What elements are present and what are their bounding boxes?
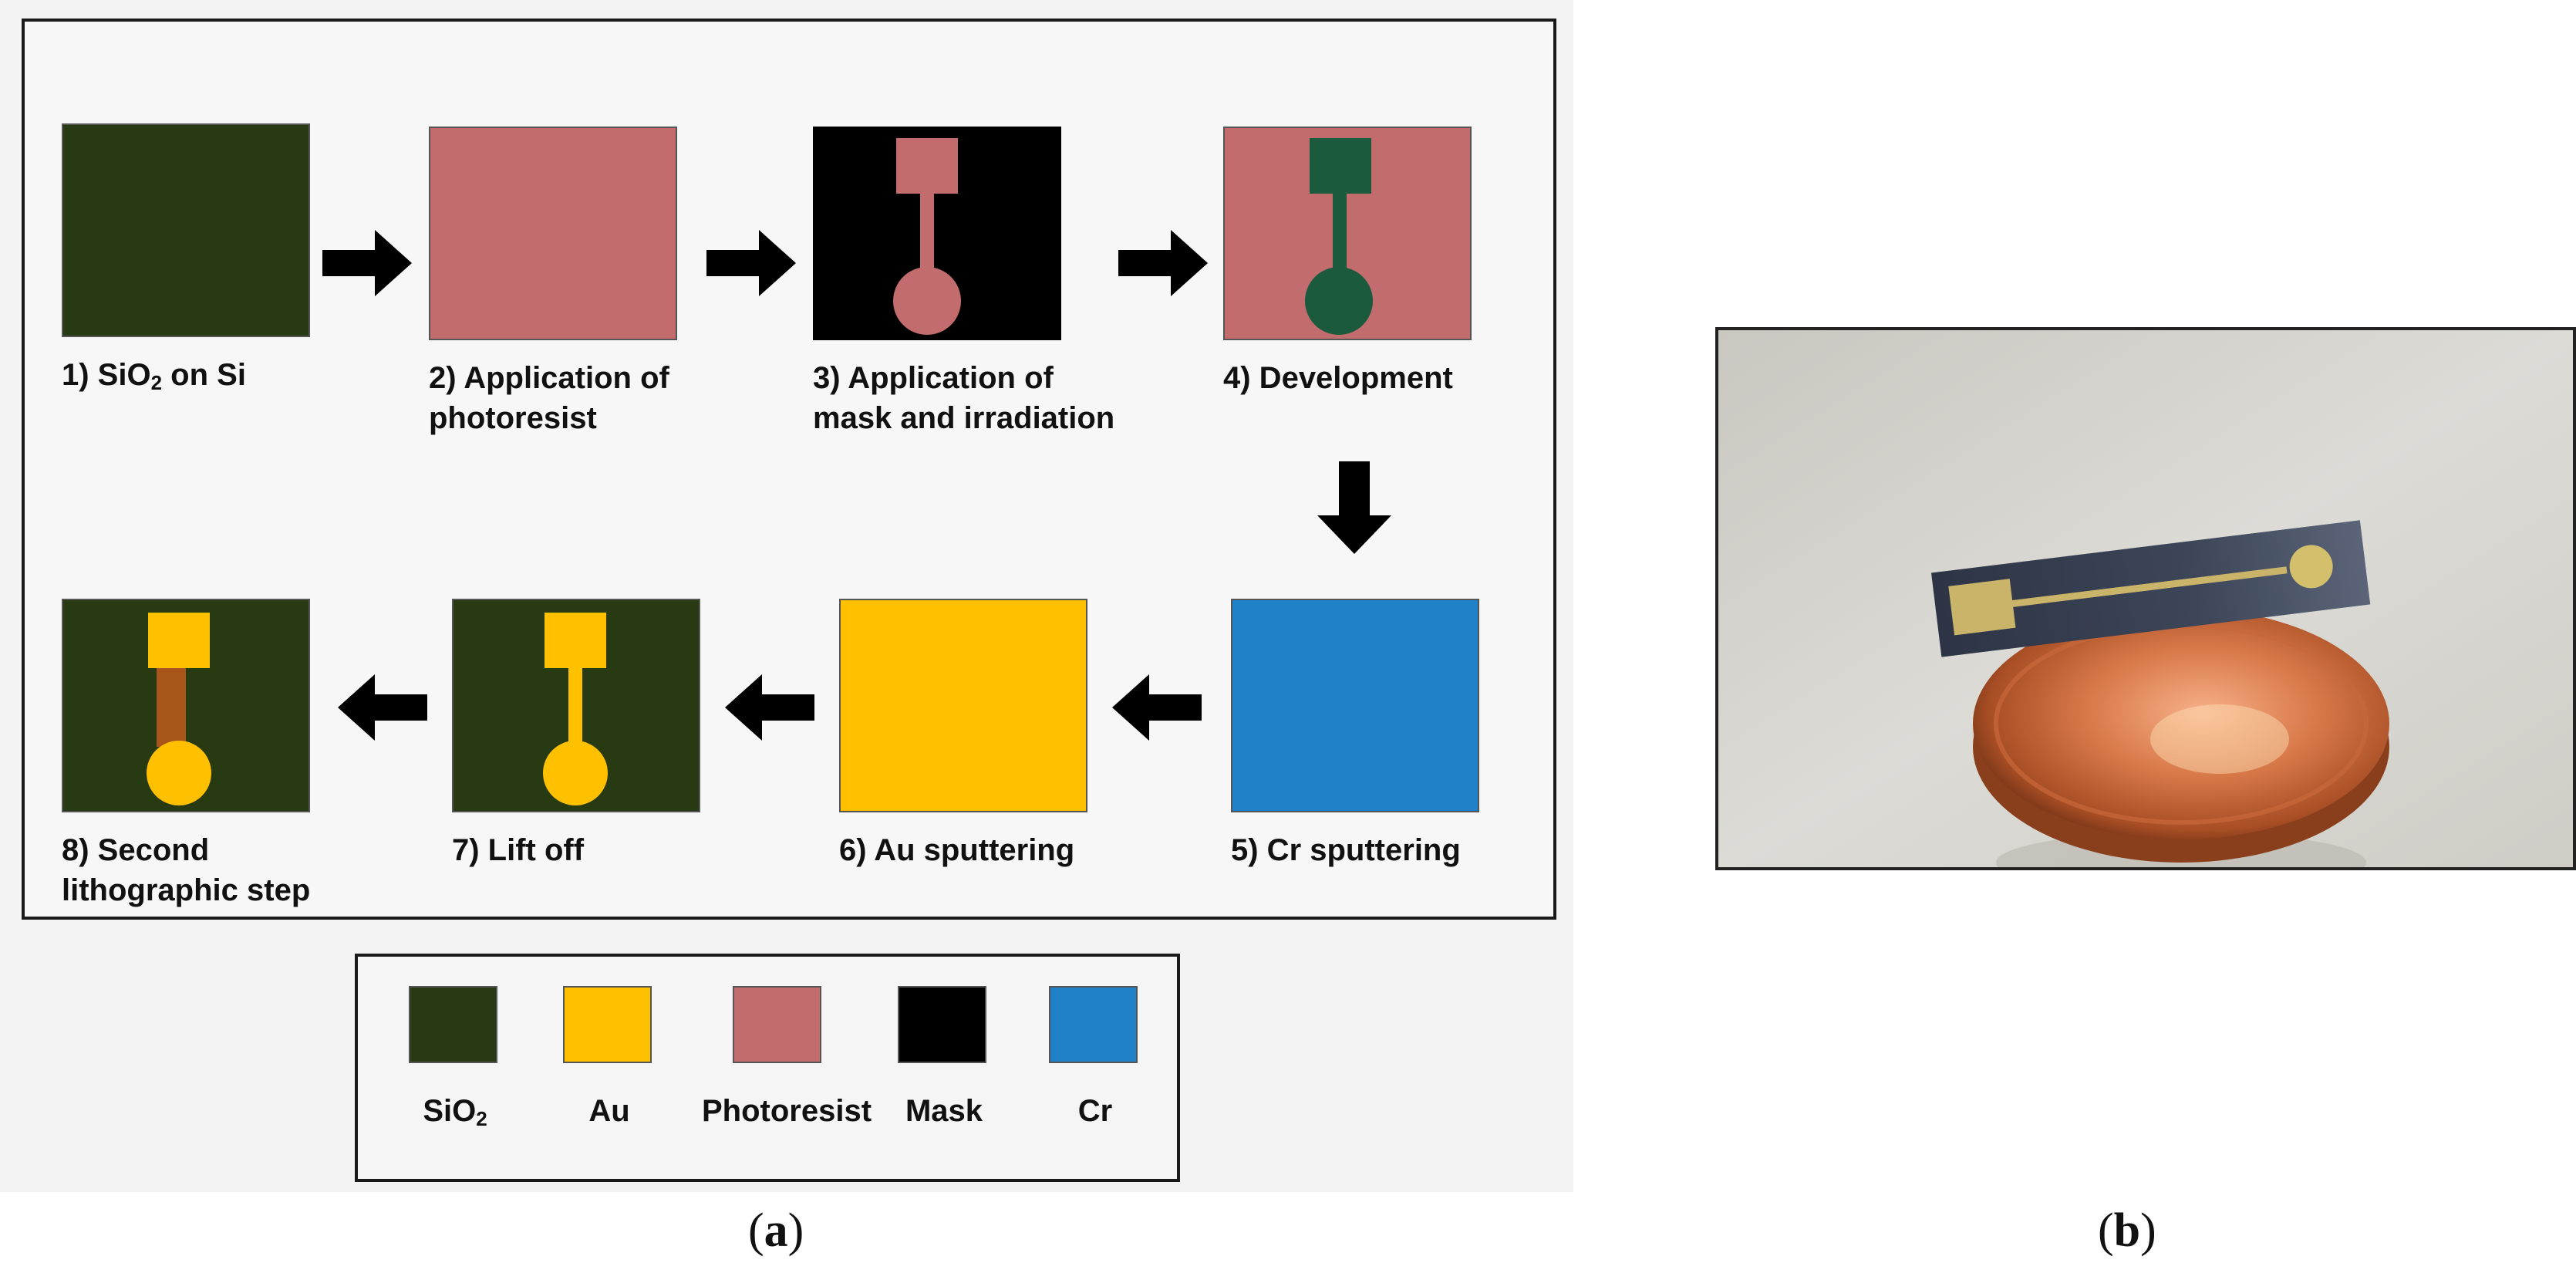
step-1-label: 1) SiO2 on Si: [62, 358, 246, 394]
step-6-label: 6) Au sputtering: [839, 833, 1075, 867]
legend-swatch-mask: [898, 986, 986, 1063]
legend-label-mask: Mask: [905, 1094, 983, 1128]
au-pad: [148, 613, 210, 668]
step-7-image: [452, 599, 700, 812]
legend-item-au: Au: [532, 986, 686, 1171]
step-4-image: [1223, 127, 1472, 340]
step-4-label: 4) Development: [1223, 361, 1453, 395]
step-3-image: [813, 127, 1061, 340]
arrow-left-icon: [1112, 674, 1202, 741]
photoresist-layer: [429, 127, 677, 340]
legend-item-mask: Mask: [867, 986, 1021, 1171]
sensor-photo: [1715, 327, 2576, 870]
arrow-down-icon: [1317, 461, 1391, 554]
exposed-disc: [893, 267, 961, 335]
coin-face: [1973, 608, 2389, 839]
caption-a: (a): [748, 1204, 804, 1257]
step-7-label: 7) Lift off: [452, 833, 585, 867]
step-2-image: [429, 127, 677, 340]
developed-track: [1333, 192, 1347, 273]
au-layer: [839, 599, 1087, 812]
developed-pad: [1310, 138, 1371, 194]
legend: SiO2 Au Photoresist Mask Cr: [355, 954, 1180, 1182]
sensor-track: [2011, 566, 2288, 608]
legend-label-photoresist: Photoresist: [702, 1094, 872, 1128]
sio2-substrate: [62, 123, 310, 337]
arrow-right-icon: [706, 230, 796, 296]
au-track: [568, 667, 582, 748]
legend-swatch-cr: [1049, 986, 1138, 1063]
sensor-strip-group: [1930, 520, 2371, 657]
coin-highlight: [2150, 704, 2289, 774]
process-diagram-frame: 1) SiO2 on Si 2) Application of photores…: [22, 19, 1556, 920]
developed-disc: [1305, 267, 1373, 335]
legend-label-cr: Cr: [1077, 1094, 1113, 1128]
sensor-pad: [1948, 579, 2016, 636]
au-disc: [147, 741, 211, 805]
caption-b: (b): [2098, 1204, 2156, 1257]
step-8-label: 8) Second lithographic step: [62, 833, 311, 907]
step-6-image: [839, 599, 1087, 812]
step-5-label: 5) Cr sputtering: [1231, 833, 1461, 867]
step-2-label: 2) Application of photoresist: [429, 361, 669, 435]
sensor-disc: [2289, 545, 2333, 589]
exposed-pad: [896, 138, 958, 194]
step-3-label: 3) Application of mask and irradiation: [813, 361, 1115, 435]
legend-label-au: Au: [588, 1094, 630, 1128]
sensor-on-coin-photo: [1718, 330, 2573, 867]
step-1-image: [62, 123, 310, 337]
au-disc: [543, 741, 608, 805]
arrow-left-icon: [338, 674, 427, 741]
arrow-left-icon: [725, 674, 814, 741]
cr-layer: [1231, 599, 1479, 812]
step-8-image: [62, 599, 310, 812]
legend-swatch-photoresist: [733, 986, 821, 1063]
arrow-right-icon: [322, 230, 412, 296]
legend-item-sio2: SiO2: [378, 986, 532, 1171]
arrow-right-icon: [1118, 230, 1208, 296]
step-5-image: [1231, 599, 1479, 812]
legend-item-cr: Cr: [1018, 986, 1172, 1171]
cr-exposed-track: [157, 660, 186, 747]
legend-item-photoresist: Photoresist: [702, 986, 872, 1171]
legend-label-sio2: SiO2: [423, 1094, 487, 1130]
legend-swatch-au: [563, 986, 652, 1063]
exposed-track: [920, 192, 934, 273]
au-pad: [545, 613, 606, 668]
legend-swatch-sio2: [409, 986, 497, 1063]
